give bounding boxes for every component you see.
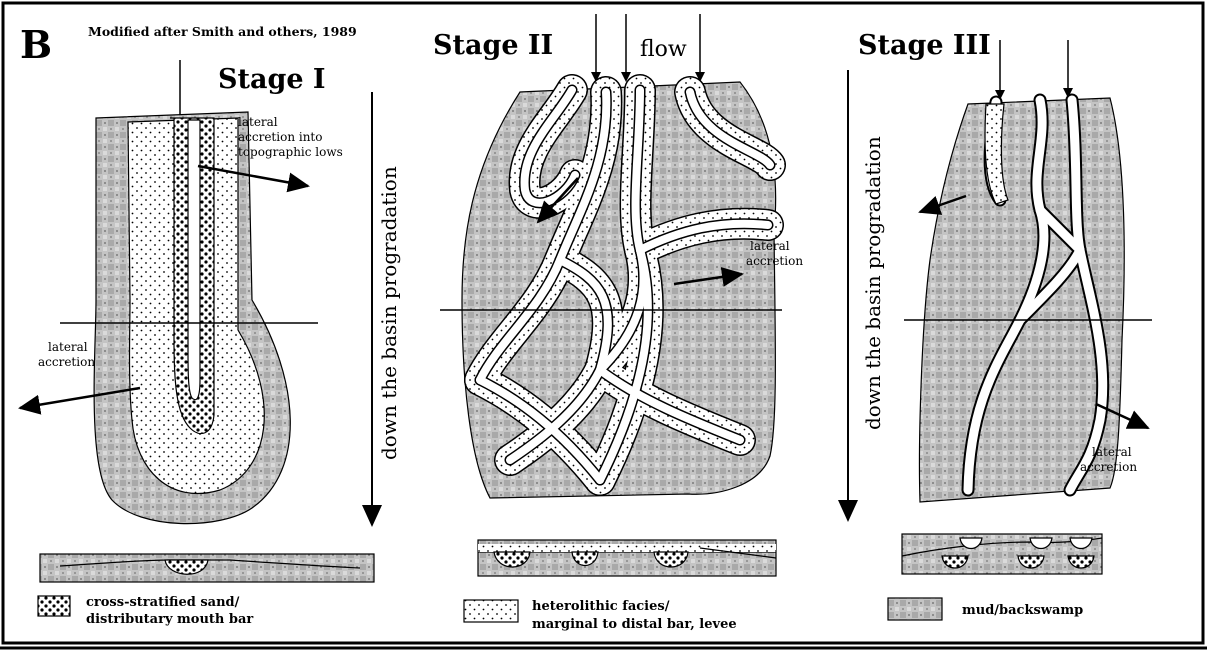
stage-3-progradation-label: down the basin progradation: [861, 136, 885, 430]
legend-item-cross-stratified-sand: cross-stratified sand/ distributary mout…: [38, 595, 253, 627]
stage-3-title: Stage III: [858, 30, 991, 61]
credit-line: Modified after Smith and others, 1989: [88, 24, 357, 39]
legend-label-heterolithic-facies: heterolithic facies/ marginal to distal …: [532, 599, 737, 632]
legend-swatch-coarse-sand: [38, 596, 70, 616]
legend-swatch-mud: [888, 598, 942, 620]
legend-swatch-heterolithic: [464, 600, 518, 622]
panel-label: B: [20, 22, 52, 67]
stage-1-note-into-lows: lateral accretion into topographic lows: [238, 115, 343, 159]
stage-1-group: Stage I lateral accretion into topograph…: [20, 60, 401, 582]
legend-item-mud-backswamp: mud/backswamp: [888, 598, 1083, 620]
stage-2-group: Stage II flow: [433, 14, 803, 576]
legend-label-mud-backswamp: mud/backswamp: [962, 603, 1083, 618]
stage-2-note-lateral: lateral accretion: [746, 239, 803, 268]
stage-3-cross-section: [902, 534, 1102, 574]
stage-1-cross-section: [40, 554, 374, 582]
stage-1-progradation-label: down the basin progradation: [377, 166, 401, 460]
stage-1-inner-channel: [188, 120, 200, 400]
stage-1-title: Stage I: [218, 64, 326, 95]
legend-label-cross-stratified-sand: cross-stratified sand/ distributary mout…: [86, 595, 253, 627]
stage-2-title: Stage II: [433, 30, 553, 61]
legend-item-heterolithic-facies: heterolithic facies/ marginal to distal …: [464, 599, 737, 632]
stage-1-note-lateral-left: lateral accretion: [38, 340, 95, 369]
legend: cross-stratified sand/ distributary mout…: [38, 595, 1083, 632]
flow-label: flow: [640, 37, 687, 62]
stage-3-group: Stage III down the basin progradation: [848, 30, 1152, 574]
stage-2-cross-section: [478, 540, 776, 576]
